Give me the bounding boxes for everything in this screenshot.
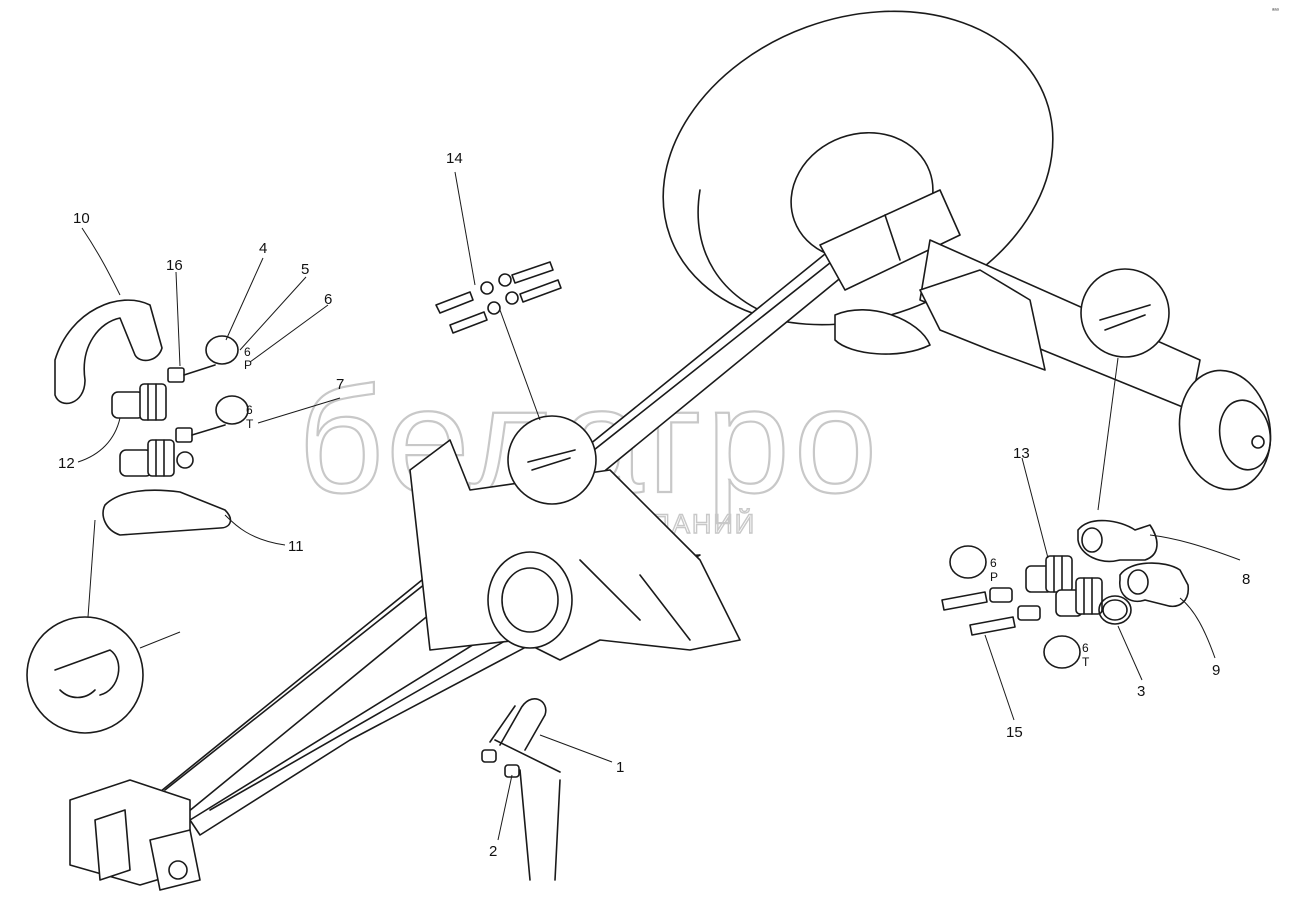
- callout-2: 2: [489, 843, 497, 860]
- corner-mark: ᵃᵃᵃ: [1272, 8, 1279, 14]
- detail-circle-center: [499, 309, 597, 505]
- callout-10: 10: [73, 210, 90, 227]
- callout-labels: 1 2 3 4 5 6 7 8 9 10 11 12 13 14 15 16: [58, 150, 1250, 860]
- hitch: [69, 779, 201, 891]
- right-fittings: 6 P 6 T: [941, 519, 1190, 669]
- center-bracket: [409, 439, 741, 661]
- port-mark-left-top-size: 6: [244, 345, 251, 359]
- callout-14: 14: [446, 150, 463, 167]
- left-fittings: 6 P 6 T: [54, 299, 254, 536]
- callout-3: 3: [1137, 683, 1145, 700]
- callout-7: 7: [336, 376, 344, 393]
- detail-circle-right: [1080, 268, 1170, 511]
- callout-12: 12: [58, 455, 75, 472]
- u-bolt-assembly: [481, 698, 561, 881]
- quick-coupler-upper: [111, 383, 167, 421]
- callout-9: 9: [1212, 662, 1220, 679]
- port-mark-right-top-type: P: [990, 570, 998, 584]
- port-mark-left-mid-size: 6: [246, 403, 253, 417]
- callout-16: 16: [166, 257, 183, 274]
- callout-5: 5: [301, 261, 309, 278]
- callout-1: 1: [616, 759, 624, 776]
- callout-11: 11: [288, 538, 304, 555]
- port-mark-left-mid-type: T: [246, 417, 254, 431]
- center-hoses: [435, 261, 562, 334]
- port-mark-right-top-size: 6: [990, 556, 997, 570]
- leader-lines: [77, 171, 1241, 841]
- callout-13: 13: [1013, 445, 1030, 462]
- callout-15: 15: [1006, 724, 1023, 741]
- port-mark-right-bot-size: 6: [1082, 641, 1089, 655]
- callout-4: 4: [259, 240, 267, 257]
- rear-axle: [834, 239, 1272, 491]
- callout-8: 8: [1242, 571, 1250, 588]
- quick-coupler-right-upper: [1025, 555, 1073, 593]
- port-mark-left-top-type: P: [244, 358, 252, 372]
- quick-coupler-lower: [119, 439, 175, 477]
- port-mark-right-bot-type: T: [1082, 655, 1090, 669]
- detail-circle-left: [26, 519, 181, 734]
- callout-6: 6: [324, 291, 332, 308]
- quick-coupler-right-lower: [1055, 577, 1103, 617]
